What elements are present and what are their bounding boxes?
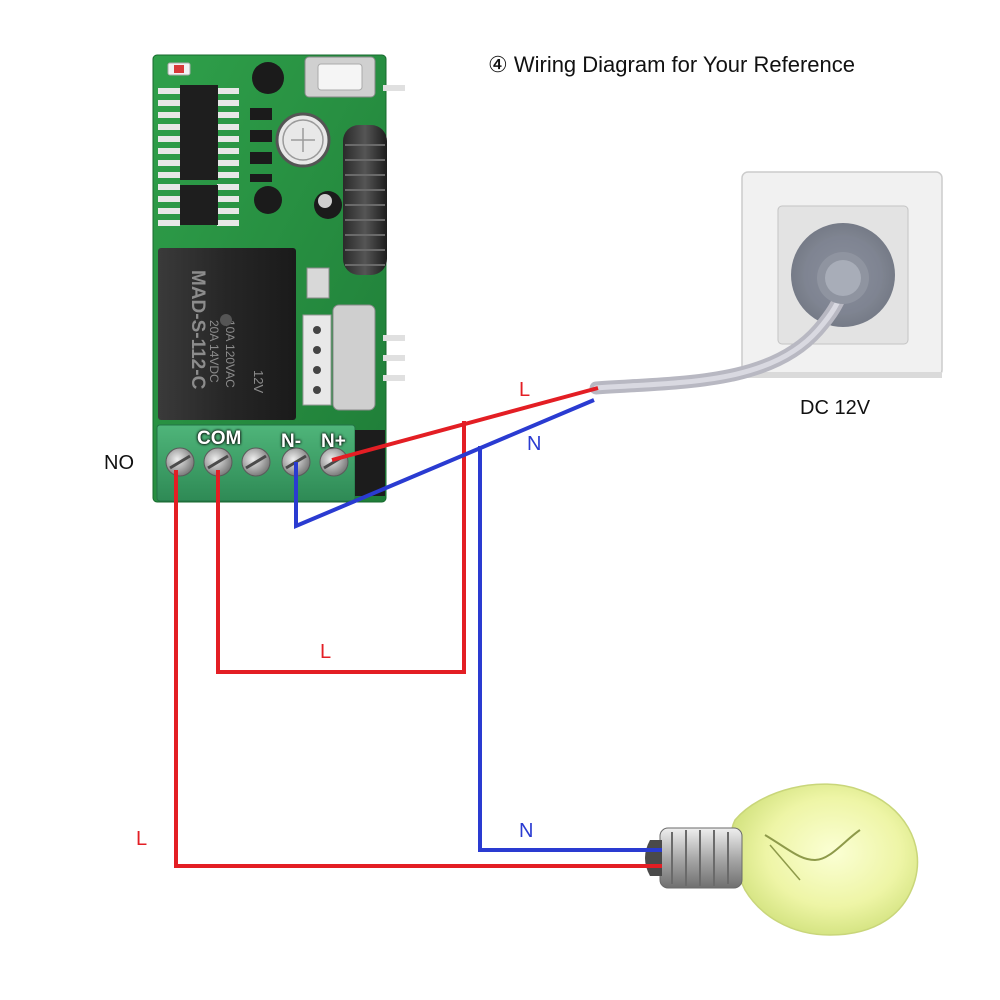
terminal-no-label: NO bbox=[104, 452, 134, 474]
antenna-coil-icon bbox=[343, 125, 387, 275]
terminal-n-minus-label: N- bbox=[281, 431, 302, 452]
wire-label-live-supply: L bbox=[519, 379, 531, 401]
relay-module-icon: MAD-S-112-C 10A 120VAC 20A 14VDC 12V bbox=[152, 54, 405, 503]
wire-neutral-to-bulb bbox=[478, 446, 662, 852]
diagram-title: ④ Wiring Diagram for Your Reference bbox=[488, 52, 855, 77]
wire-label-neutral-bulb: N bbox=[519, 820, 534, 842]
wire-label-live-bulb: L bbox=[136, 828, 148, 850]
wire-live-to-bulb bbox=[174, 470, 662, 868]
wire-live-com-loop bbox=[216, 421, 466, 674]
relay-voltage-text: 12V bbox=[251, 370, 266, 393]
terminal-com-label: COM bbox=[197, 428, 242, 449]
terminal-n-plus-label: N+ bbox=[321, 431, 346, 452]
plug-cable-icon bbox=[589, 252, 869, 395]
wire-label-neutral-supply: N bbox=[527, 433, 542, 455]
wire-label-live-com-loop: L bbox=[320, 641, 332, 663]
light-bulb-icon bbox=[645, 783, 919, 936]
wire-neutral-supply bbox=[294, 398, 595, 530]
power-supply-label: DC 12V bbox=[800, 397, 871, 419]
relay-model-text: MAD-S-112-C bbox=[187, 270, 208, 390]
relay-rating-line-1: 10A 120VAC bbox=[223, 320, 237, 388]
relay-rating-line-2: 20A 14VDC bbox=[207, 320, 221, 383]
